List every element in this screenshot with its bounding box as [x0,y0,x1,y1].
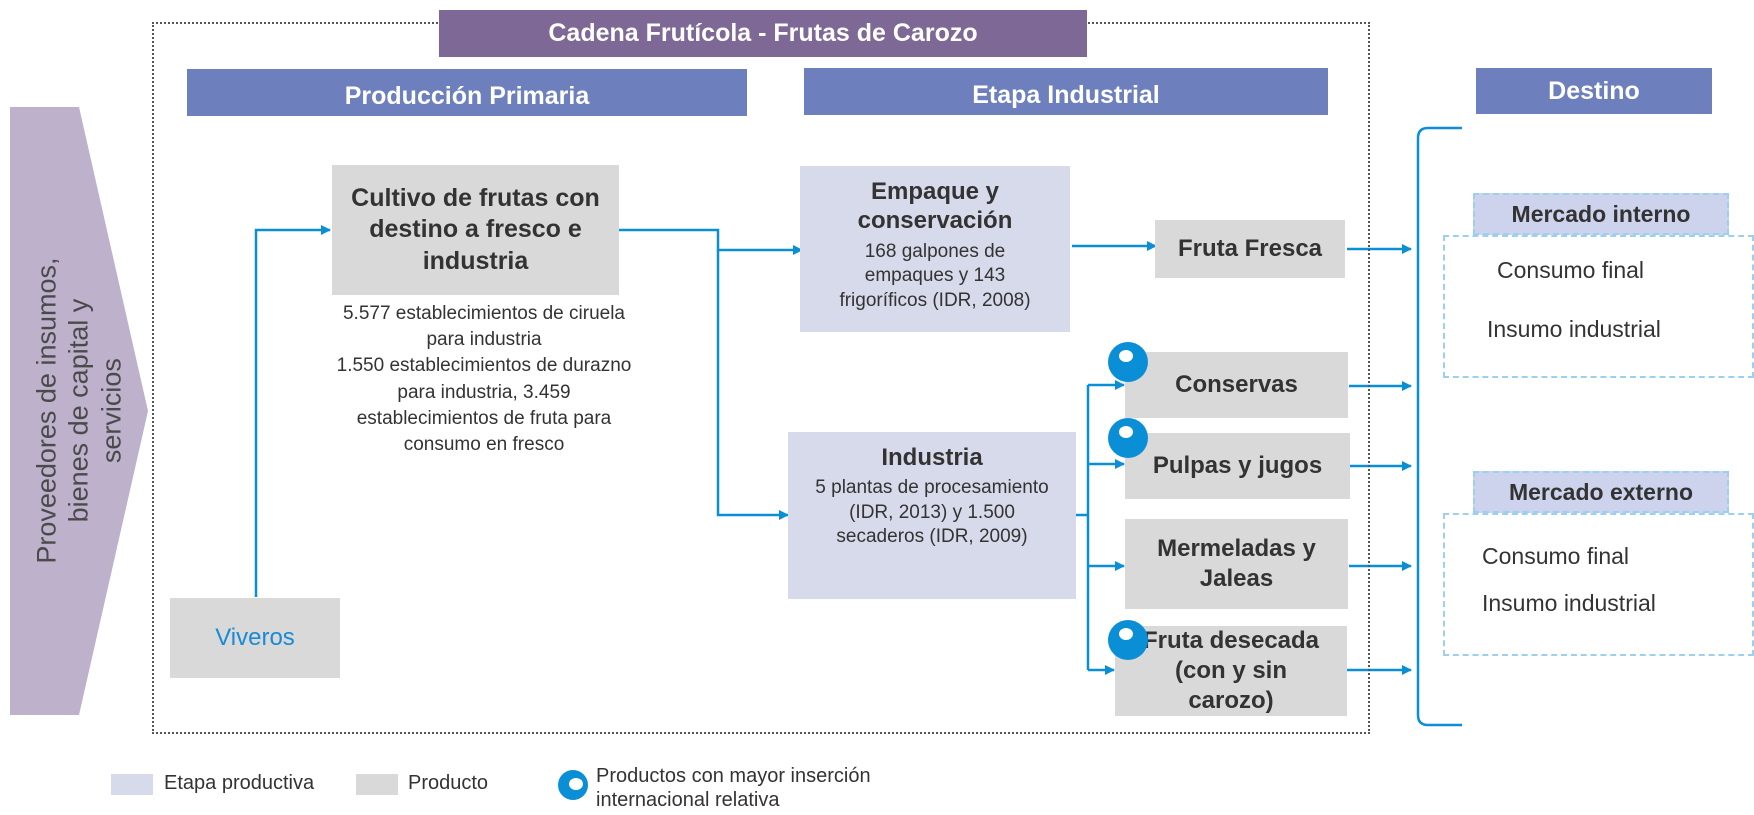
providers-line-1: Proveedores de insumos, [31,257,62,565]
cultivo-stats: 5.577 establecimientos de ciruela para i… [296,301,672,458]
externo-insumo-industrial: Insumo industrial [1482,590,1656,616]
header-produccion-primaria: Producción Primaria [187,69,747,116]
chain-title: Cadena Frutícola - Frutas de Carozo [439,10,1087,57]
insercion-conservas-icon [1108,342,1148,382]
providers-arrow [10,107,148,715]
cultivo-stat-2: para industria [426,329,542,351]
arrow-cultivo-empaque [619,228,803,255]
destino-bracket [1416,126,1462,727]
node-industria: Industria 5 plantas de procesamiento (ID… [788,432,1076,599]
node-empaque: Empaque y conservación 168 galpones de e… [800,166,1070,332]
header-destino: Destino [1476,68,1712,114]
externo-consumo-final: Consumo final [1482,543,1630,569]
node-pulpas-jugos: Pulpas y jugos [1125,433,1350,499]
legend-insercion-icon [558,770,588,800]
mercado-externo-box: Consumo final Insumo industrial [1443,513,1754,656]
legend-etapa-swatch [111,774,153,795]
industria-detail: 5 plantas de procesamiento (IDR, 2013) y… [815,477,1049,548]
legend-producto-swatch [356,774,398,795]
empaque-detail: 168 galpones de empaques y 143 frigorífi… [839,240,1031,311]
legend-insercion-line-2: internacional relativa [596,789,780,811]
node-viveros: Viveros [170,598,340,678]
cultivo-stat-1: 5.577 establecimientos de ciruela [342,303,625,324]
mercado-interno-box: Consumo final Insumo industrial [1443,235,1754,378]
legend-insercion-line-1: Productos con mayor inserción [596,765,871,787]
node-fruta-desecada: Fruta desecada (con y sin carozo) [1115,626,1347,716]
cultivo-stat-3: 1.550 establecimientos de durazno [336,355,632,377]
arrow-cultivo-industria [716,250,789,520]
legend-etapa-label: Etapa productiva [164,772,315,794]
industria-title: Industria [881,444,983,471]
legend-producto-label: Producto [408,772,489,794]
cultivo-stat-6: consumo en fresco [403,434,565,456]
insercion-pulpas-icon [1108,418,1148,458]
node-cultivo: Cultivo de frutas con destino a fresco e… [332,165,619,295]
cultivo-stat-4: para industria, 3.459 [397,381,571,403]
cultivo-stat-5: establecimientos de fruta para [356,407,612,429]
legend-insercion-label: Productos con mayor inserción internacio… [596,764,871,812]
mercado-externo-header: Mercado externo [1473,471,1729,513]
providers-line-2: bienes de capital y [63,299,94,523]
mercado-interno-header: Mercado interno [1473,193,1729,235]
node-mermeladas: Mermeladas y Jaleas [1125,519,1348,609]
empaque-title: Empaque y conservación [857,178,1013,234]
node-fruta-fresca: Fruta Fresca [1155,220,1345,278]
header-etapa-industrial: Etapa Industrial [804,68,1328,115]
node-conservas: Conservas [1125,352,1348,418]
providers-label: Proveedores de insumos, bienes de capita… [10,107,148,715]
interno-insumo-industrial: Insumo industrial [1487,316,1661,342]
providers-line-3: servicios [96,358,127,464]
insercion-desecada-icon [1108,620,1148,660]
interno-consumo-final: Consumo final [1497,257,1645,283]
arrow-viveros-cultivo [254,225,331,597]
